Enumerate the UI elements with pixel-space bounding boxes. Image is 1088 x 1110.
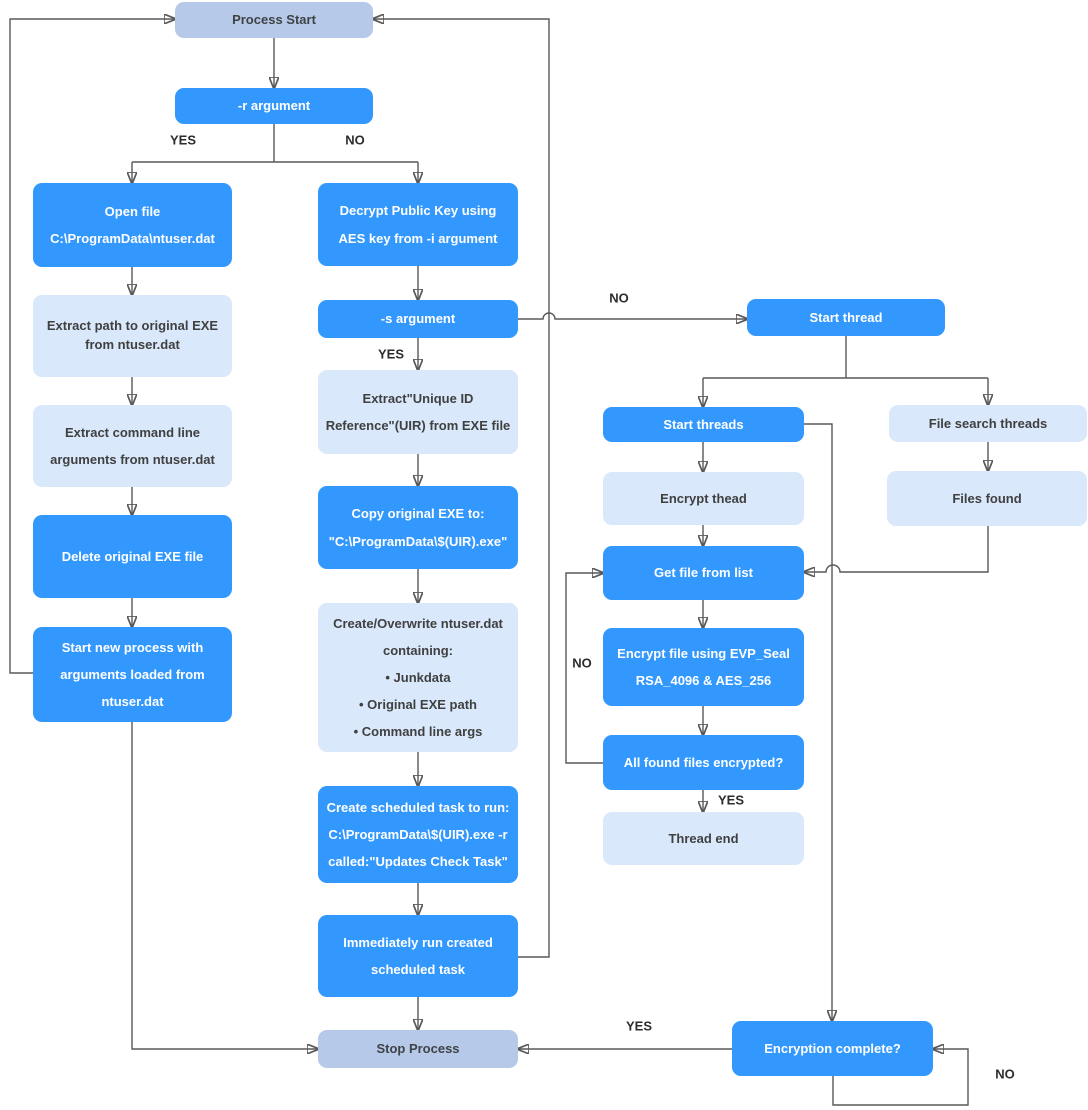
label-s-no: NO xyxy=(609,290,629,306)
node-r-argument: -r argument xyxy=(175,88,373,124)
node-thread-end: Thread end xyxy=(603,812,804,865)
label-encrypt-loop-no: NO xyxy=(572,655,592,671)
edge-start-new-process-loop-to-start xyxy=(9,19,175,674)
node-extract-args: Extract command line arguments from ntus… xyxy=(33,405,232,487)
edge-files-found-to-get-file xyxy=(804,526,989,572)
node-file-search-threads: File search threads xyxy=(889,405,1087,442)
node-files-found: Files found xyxy=(887,471,1087,526)
label-s-yes: YES xyxy=(377,346,405,362)
node-extract-path: Extract path to original EXE from ntuser… xyxy=(33,295,232,377)
label-r-no: NO xyxy=(345,132,365,148)
label-complete-yes: YES xyxy=(625,1018,653,1034)
node-create-task: Create scheduled task to run: C:\Program… xyxy=(318,786,518,883)
node-s-argument: -s argument xyxy=(318,300,518,338)
node-process-start: Process Start xyxy=(175,2,373,38)
node-encrypt-file: Encrypt file using EVP_Seal RSA_4096 & A… xyxy=(603,628,804,706)
label-complete-no: NO xyxy=(995,1066,1015,1082)
node-get-file: Get file from list xyxy=(603,546,804,600)
edge-start-thread-split xyxy=(703,335,988,379)
node-copy-exe: Copy original EXE to: "C:\ProgramData\$(… xyxy=(318,486,518,569)
label-r-yes: YES xyxy=(169,132,197,148)
edge-startthreads-to-encryption-complete xyxy=(804,423,832,1021)
node-decrypt-key: Decrypt Public Key using AES key from -i… xyxy=(318,183,518,266)
node-encrypt-thread: Encrypt thead xyxy=(603,472,804,525)
node-all-encrypted: All found files encrypted? xyxy=(603,735,804,790)
edge-r-argument-split xyxy=(132,124,418,163)
node-delete-exe: Delete original EXE file xyxy=(33,515,232,598)
node-start-new-process: Start new process with arguments loaded … xyxy=(33,627,232,722)
node-stop-process: Stop Process xyxy=(318,1030,518,1068)
edge-all-encrypted-no-loop xyxy=(565,573,603,764)
node-start-thread: Start thread xyxy=(747,299,945,336)
edge-left-column-to-stop xyxy=(131,722,318,1049)
edge-runtask-return-to-start xyxy=(373,19,550,958)
node-start-threads: Start threads xyxy=(603,407,804,442)
edge-complete-no-loop xyxy=(832,1049,969,1106)
label-all-encrypted-yes: YES xyxy=(717,792,745,808)
node-run-task: Immediately run created scheduled task xyxy=(318,915,518,997)
node-encryption-complete: Encryption complete? xyxy=(732,1021,933,1076)
node-open-file: Open file C:\ProgramData\ntuser.dat xyxy=(33,183,232,267)
node-extract-uir: Extract"Unique ID Reference"(UIR) from E… xyxy=(318,370,518,454)
node-create-ntuser: Create/Overwrite ntuser.dat containing: … xyxy=(318,603,518,752)
edge-s-no-to-start-thread xyxy=(518,312,747,319)
